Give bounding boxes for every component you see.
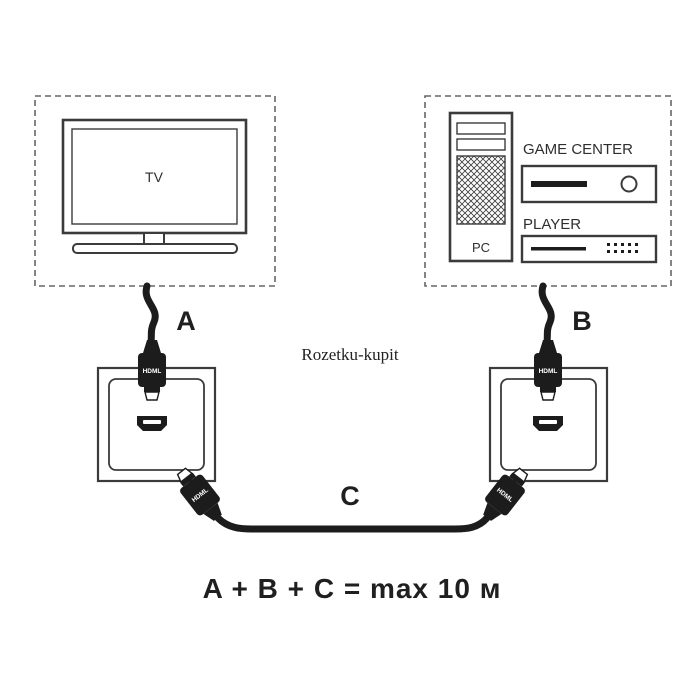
cable-a-label: A bbox=[176, 306, 196, 336]
game-center-label: GAME CENTER bbox=[523, 141, 633, 158]
tv-equipment-box: TV bbox=[34, 95, 276, 287]
pc-tower-icon: PC bbox=[448, 111, 514, 263]
player-icon bbox=[520, 234, 658, 264]
hdmi-port-right bbox=[533, 416, 563, 431]
watermark-text: Rozetku-kupit bbox=[301, 345, 399, 364]
hdmi-plug-top-right: HDML bbox=[534, 340, 562, 401]
player-vents bbox=[607, 243, 638, 253]
pc-label: PC bbox=[472, 240, 490, 255]
wall-socket-left: HDML bbox=[96, 340, 217, 483]
cable-c: HDML HDML C bbox=[176, 467, 529, 533]
hdmi-plug-label: HDML bbox=[143, 368, 162, 375]
cable-b-label: B bbox=[572, 306, 592, 336]
tv-dashed-border bbox=[34, 95, 276, 287]
cable-c-label: C bbox=[340, 481, 360, 511]
formula-text: A + B + C = max 10 м bbox=[203, 573, 502, 604]
tv-icon: TV bbox=[61, 118, 248, 254]
cable-a: A bbox=[142, 282, 196, 346]
hdmi-port-left bbox=[137, 416, 167, 431]
wall-socket-right: HDML bbox=[488, 340, 609, 483]
hdmi-plug-label: HDML bbox=[539, 368, 558, 375]
hdmi-plug-top-left: HDML bbox=[138, 340, 166, 401]
cable-b: B bbox=[538, 282, 592, 346]
game-center-icon bbox=[520, 164, 658, 204]
hdmi-plug-bottom-left: HDML bbox=[176, 467, 222, 521]
tv-label: TV bbox=[145, 169, 164, 185]
tv-stand-base bbox=[72, 243, 238, 254]
tv-stand-neck bbox=[143, 232, 165, 245]
pc-dashed-border bbox=[424, 95, 672, 287]
hdmi-plug-bottom-right: HDML bbox=[483, 467, 529, 521]
pc-equipment-box: PC GAME CENTER PLAYER bbox=[424, 95, 672, 287]
player-label: PLAYER bbox=[523, 216, 581, 233]
